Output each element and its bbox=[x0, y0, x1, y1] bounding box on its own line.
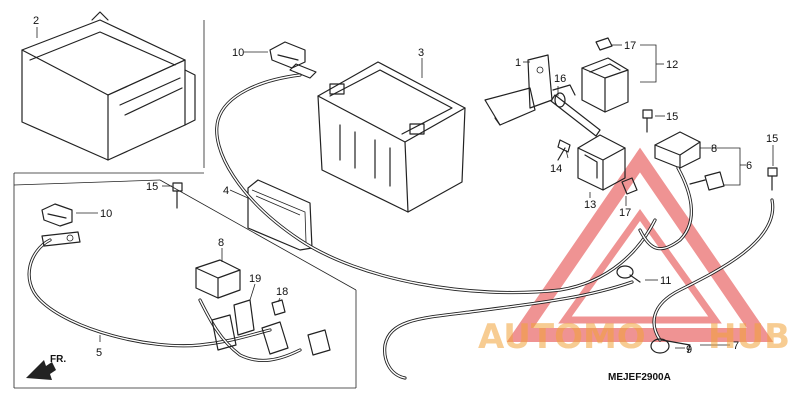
callout-15-left: 15 bbox=[146, 181, 158, 193]
terminal-cover-right bbox=[654, 131, 701, 169]
callout-15-upper: 15 bbox=[666, 111, 678, 123]
relay-19 bbox=[233, 299, 255, 336]
bolt-15-right bbox=[767, 167, 778, 191]
callout-10-top: 10 bbox=[232, 47, 244, 59]
bolt-15-upper bbox=[642, 109, 653, 133]
watermark-text-left: AUTOMO bbox=[478, 317, 646, 357]
callouts: 2 10 3 4 1 17 12 16 15 14 8 6 15 13 17 1… bbox=[33, 15, 778, 359]
callout-8-left: 8 bbox=[218, 237, 224, 249]
callout-6: 6 bbox=[746, 160, 752, 172]
front-arrow: FR. bbox=[26, 354, 66, 380]
starter-relay bbox=[581, 37, 629, 113]
diagram-code: MEJEF2900A bbox=[608, 372, 671, 383]
harness-cable bbox=[27, 238, 302, 362]
negative-cable bbox=[652, 198, 775, 342]
bolt-14 bbox=[557, 139, 571, 161]
callout-18: 18 bbox=[276, 286, 288, 298]
lower-cable bbox=[383, 280, 634, 380]
callout-11: 11 bbox=[660, 275, 671, 287]
battery-case bbox=[21, 11, 196, 161]
watermark-triangle bbox=[506, 147, 774, 342]
main-cable bbox=[215, 73, 657, 295]
relay-cable bbox=[638, 166, 693, 251]
callout-4: 4 bbox=[223, 185, 229, 197]
callout-5: 5 bbox=[96, 347, 102, 359]
terminal-9 bbox=[650, 338, 691, 354]
callout-12: 12 bbox=[666, 59, 678, 71]
fuse-18 bbox=[271, 299, 286, 316]
relay-bracket bbox=[484, 54, 576, 126]
callout-15-right: 15 bbox=[766, 133, 778, 145]
terminal-cover-left bbox=[41, 203, 73, 227]
watermark-text: AUTOMO HUB bbox=[478, 317, 790, 357]
callout-3: 3 bbox=[418, 47, 424, 59]
callout-7: 7 bbox=[733, 340, 739, 352]
connector-6 bbox=[689, 171, 725, 191]
callout-2: 2 bbox=[33, 15, 39, 27]
callout-17-top: 17 bbox=[624, 40, 636, 52]
rubber-strap bbox=[550, 92, 601, 137]
terminal-11 bbox=[616, 265, 641, 283]
front-direction-label: FR. bbox=[50, 354, 66, 365]
callout-8-right: 8 bbox=[711, 143, 717, 155]
ring-terminal-left bbox=[41, 231, 81, 247]
callout-19: 19 bbox=[249, 273, 261, 285]
battery bbox=[317, 61, 466, 213]
battery-pad bbox=[247, 179, 313, 251]
connectors-left bbox=[211, 314, 331, 356]
leader-lines bbox=[36, 27, 774, 349]
terminal-cover-top bbox=[269, 41, 317, 79]
callout-9: 9 bbox=[686, 344, 692, 356]
fuse-17-lower bbox=[621, 177, 638, 195]
cover-8-left bbox=[195, 259, 241, 299]
frame-lines bbox=[13, 20, 357, 389]
callout-10-left: 10 bbox=[100, 208, 112, 220]
callout-14: 14 bbox=[550, 163, 562, 175]
callout-1: 1 bbox=[515, 57, 521, 69]
bolt-15-left bbox=[172, 182, 183, 209]
callout-16: 16 bbox=[554, 73, 566, 85]
callout-17-lower: 17 bbox=[619, 207, 631, 219]
relay-holder bbox=[577, 134, 626, 191]
watermark-text-right: HUB bbox=[708, 317, 790, 357]
callout-13: 13 bbox=[584, 199, 596, 211]
